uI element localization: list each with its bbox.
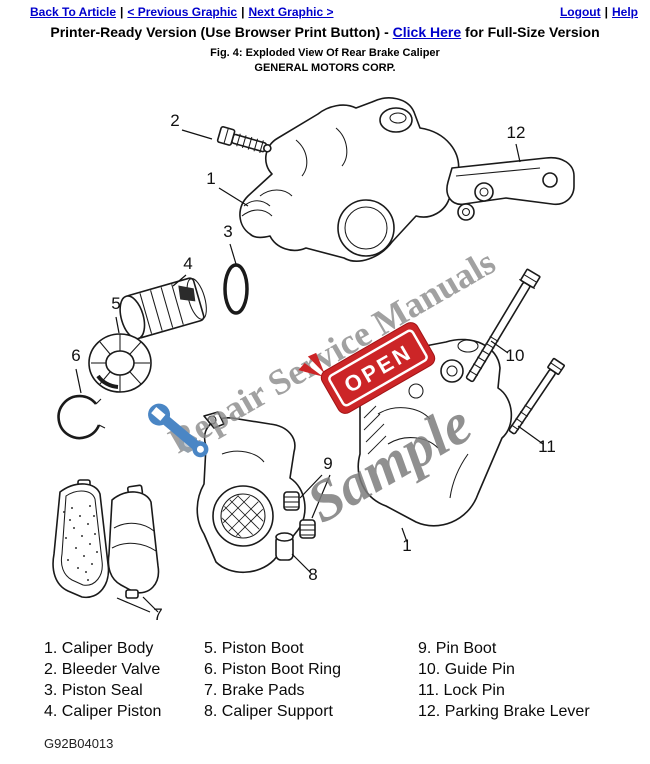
logout-link[interactable]: Logout	[559, 5, 601, 19]
help-link[interactable]: Help	[611, 5, 638, 19]
legend-item: 11. Lock Pin	[418, 682, 505, 699]
legend-item: 9. Pin Boot	[418, 640, 497, 657]
separator: |	[241, 5, 245, 19]
open-sign: OPEN	[298, 322, 436, 414]
legend-item: 2. Bleeder Valve	[44, 661, 161, 678]
callout-3: 3	[223, 222, 232, 241]
top-navbar: Back To Article|< Previous Graphic|Next …	[0, 0, 650, 19]
callout-1b: 1	[402, 536, 411, 555]
figure-code: G92B04013	[44, 736, 114, 751]
callout-1: 1	[206, 169, 215, 188]
figure-caption: Fig. 4: Exploded View Of Rear Brake Cali…	[210, 47, 440, 59]
full-size-text: for Full-Size Version	[461, 24, 600, 40]
nav-right: Logout|Help	[560, 5, 638, 19]
callout-11: 11	[538, 437, 556, 456]
callout-6: 6	[71, 346, 80, 365]
exploded-view-diagram: Repair Service Manuals OPEN Sample	[52, 97, 575, 624]
callout-9: 9	[323, 454, 332, 473]
callout-5: 5	[111, 294, 120, 313]
legend-column-2: 5. Piston Boot 6. Piston Boot Ring 7. Br…	[204, 638, 418, 722]
caliper-body-part	[239, 97, 475, 262]
legend-column-3: 9. Pin Boot 10. Guide Pin 11. Lock Pin 1…	[418, 638, 590, 722]
legend-item: 1. Caliper Body	[44, 640, 154, 657]
manufacturer-name: GENERAL MOTORS CORP.	[254, 62, 396, 74]
legend-column-1: 1. Caliper Body 2. Bleeder Valve 3. Pist…	[44, 638, 204, 722]
callout-12: 12	[507, 123, 526, 142]
parking-brake-lever-part	[446, 156, 575, 206]
legend-item: 10. Guide Pin	[418, 661, 515, 678]
piston-boot-ring-part	[57, 394, 106, 440]
nav-left: Back To Article|< Previous Graphic|Next …	[30, 5, 334, 19]
caliper-piston-part	[119, 277, 207, 340]
legend-item: 5. Piston Boot	[204, 640, 304, 657]
callout-7: 7	[153, 605, 162, 624]
legend-item: 12. Parking Brake Lever	[418, 703, 590, 720]
callout-2: 2	[170, 111, 179, 130]
legend-item: 7. Brake Pads	[204, 682, 305, 699]
parts-legend: 1. Caliper Body 2. Bleeder Valve 3. Pist…	[44, 638, 650, 722]
back-to-article-link[interactable]: Back To Article	[30, 5, 117, 19]
previous-graphic-link[interactable]: < Previous Graphic	[127, 5, 238, 19]
bleeder-valve-part	[216, 125, 272, 154]
brake-pads-part	[52, 479, 160, 599]
legend-item: 6. Piston Boot Ring	[204, 661, 341, 678]
callout-numbers: 2 1 12 3 4 5 6 10 11 9 8 1 7	[71, 111, 556, 624]
callout-4: 4	[183, 254, 192, 273]
leader-lines	[75, 129, 544, 613]
lock-pin-part	[508, 357, 565, 435]
next-graphic-link[interactable]: Next Graphic >	[248, 5, 334, 19]
legend-item: 4. Caliper Piston	[44, 703, 162, 720]
legend-item: 8. Caliper Support	[204, 703, 333, 720]
callout-8: 8	[308, 565, 317, 584]
piston-boot-part	[88, 333, 152, 393]
guide-pin-part	[465, 268, 541, 383]
click-here-link[interactable]: Click Here	[392, 24, 462, 40]
pin-boot-part	[283, 491, 316, 539]
legend-item: 3. Piston Seal	[44, 682, 143, 699]
support-bushing-part	[275, 532, 294, 561]
printer-ready-line: Printer-Ready Version (Use Browser Print…	[0, 24, 650, 40]
wrench-logo-icon	[148, 403, 209, 458]
printer-ready-text: Printer-Ready Version (Use Browser Print…	[50, 24, 393, 40]
separator: |	[604, 5, 608, 19]
callout-10: 10	[506, 346, 525, 365]
separator: |	[120, 5, 124, 19]
piston-seal-part	[223, 263, 249, 315]
